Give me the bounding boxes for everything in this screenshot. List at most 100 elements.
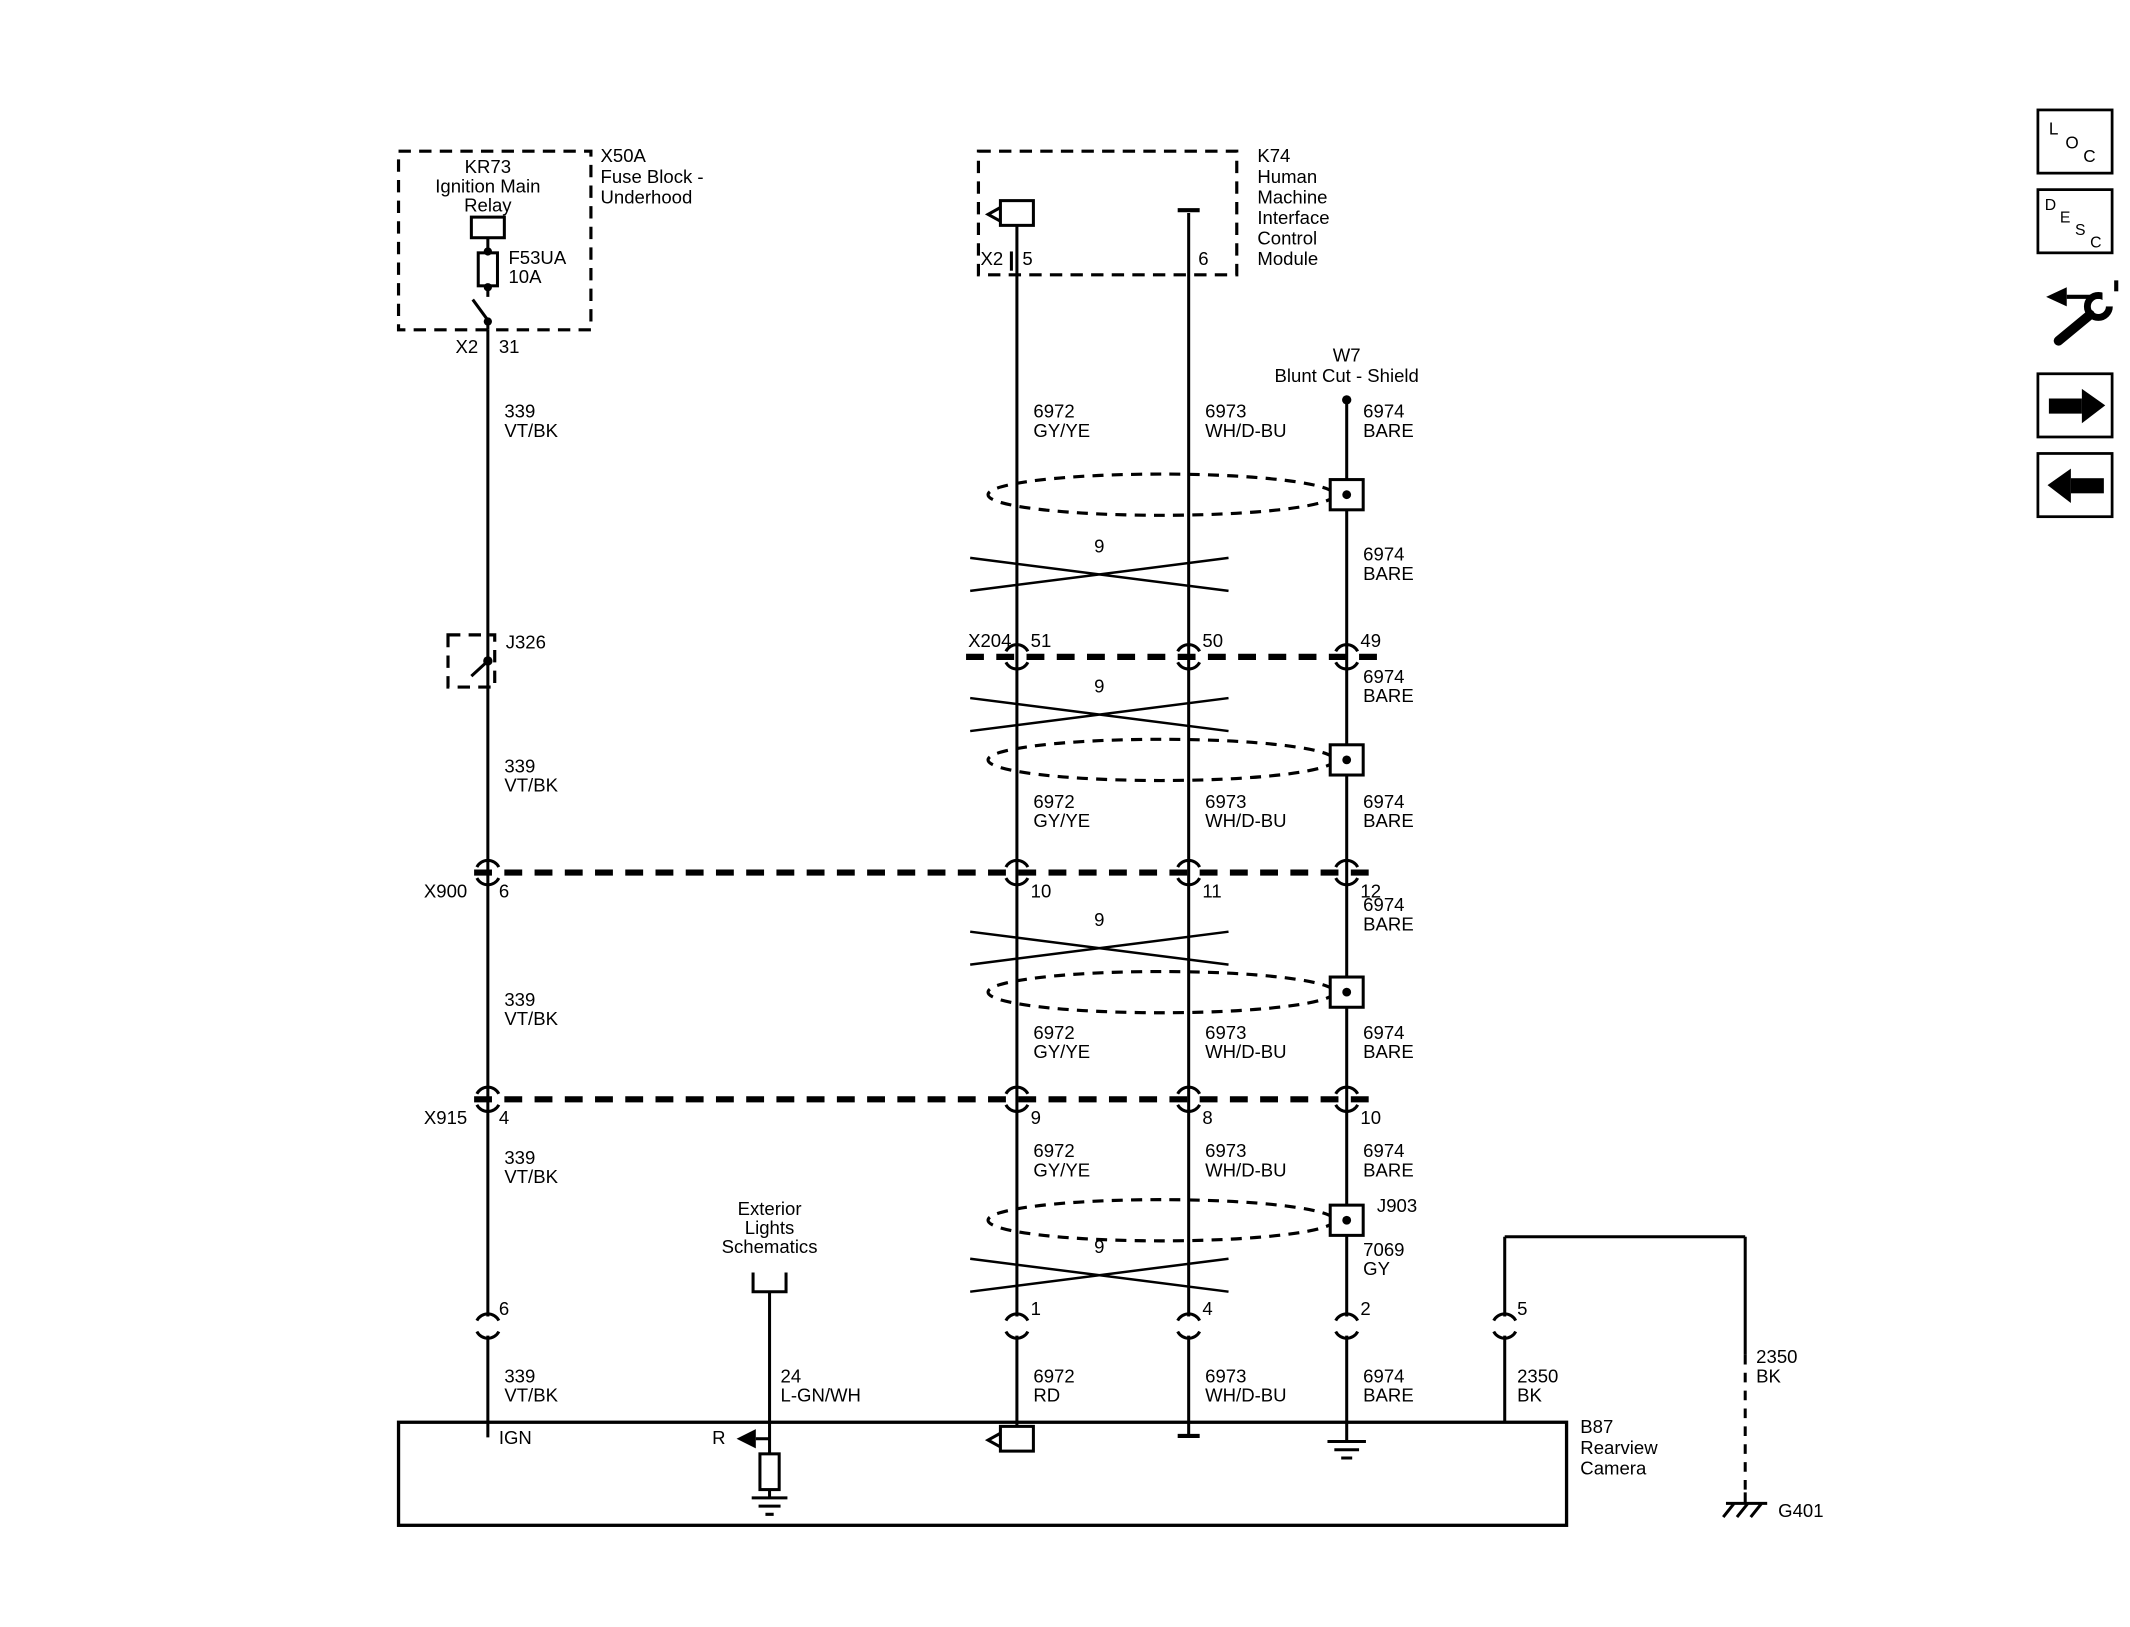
fuse-block-underhood: KR73 Ignition Main Relay F53UA 10A X50A … [396,145,704,357]
fuse-code-label: F53UA [508,247,566,268]
relay-name-label-1: Ignition Main [435,175,540,196]
nav-desc-letter-4: C [2090,234,2101,251]
circuit-wires [486,212,1747,1498]
hmi-module-outline [976,149,1239,277]
wire-id-label: 6974 [1363,791,1404,812]
wire-color-label: BARE [1363,913,1414,934]
shield-drain-dot-2 [1342,755,1352,765]
wire-color-label: WH/D-BU [1205,1385,1286,1406]
nav-loc-letter-1: L [2049,119,2059,139]
wire-color-label: BARE [1363,1385,1414,1406]
camera-name-label-2: Camera [1580,1457,1647,1478]
shield-name-label: Blunt Cut - Shield [1275,365,1419,386]
wire-color-label: BARE [1363,563,1414,584]
wire-id-label: 6974 [1363,894,1404,915]
rearview-camera-module: IGN R B87 Rearview Camera [396,1416,1658,1527]
hmi-name-label-2: Machine [1257,186,1327,207]
nav-desc-button[interactable]: D E S C [2036,188,2114,255]
splice-j903-label: J903 [1377,1195,1417,1216]
wire-color-label: VT/BK [504,420,558,441]
shield-ground-icon [1327,1439,1366,1460]
shield-ellipse-3 [986,969,1336,1015]
connector-x915-pin-4: 10 [1360,1107,1381,1128]
ground-code-label: G401 [1778,1500,1823,1521]
blunt-cut-dot [1342,395,1352,405]
relay-code-label: KR73 [465,156,511,177]
wire-color-label: GY [1363,1258,1390,1279]
relay-name-label-2: Relay [464,195,512,216]
connector-x915-label: X915 [424,1107,467,1128]
nav-next-button[interactable] [2036,372,2114,439]
internal-ground-icon [751,1496,788,1516]
wire-id-label: 6974 [1363,544,1404,565]
relay-contact-symbol [471,298,490,322]
nav-desc-frame[interactable] [2036,188,2114,255]
nav-tools-button[interactable] [2046,280,2122,346]
wrench-handle-icon [2053,309,2095,346]
ext-lights-label-3: Schematics [722,1236,818,1257]
wire-id-label: 6974 [1363,401,1404,422]
nav-desc-letter-2: E [2060,210,2071,227]
camera-pin-2: 1 [1031,1298,1041,1319]
nav-desc-letter-1: D [2045,197,2056,214]
wire-color-label: VT/BK [504,1385,558,1406]
camera-code-label: B87 [1580,1416,1613,1437]
fuse-block-name-label-2: Underhood [601,186,693,207]
wire-color-label: BARE [1363,810,1414,831]
connector-x204-pin-3: 49 [1360,630,1381,651]
tools-arrowhead-icon [2046,287,2067,307]
nav-loc-letter-3: C [2083,146,2095,166]
hmi-connector-label: X2 [980,248,1003,269]
shield-drain-square-2 [1328,743,1365,777]
wire-id-label: 6972 [1033,1022,1074,1043]
shield-w7: W7 Blunt Cut - Shield J903 [986,344,1419,1243]
wire-color-label: GY/YE [1033,1041,1090,1062]
wire-color-label: VT/BK [504,1166,558,1187]
nav-loc-frame[interactable] [2036,108,2114,175]
wire-id-label: 24 [781,1365,802,1386]
connector-x204-pin-1: 51 [1031,630,1052,651]
wire-id-label: 6973 [1205,1022,1246,1043]
wire-color-label: VT/BK [504,1008,558,1029]
splice-j326-outline [446,633,497,689]
connector-x915-pin-2: 9 [1031,1107,1041,1128]
reverse-arrow-icon [736,1429,756,1449]
wire-color-label: BARE [1363,685,1414,706]
fuse-terminal-dot-bottom [483,283,492,292]
nav-back-button[interactable] [2036,452,2114,519]
shield-ellipse-4 [986,1198,1336,1243]
shield-ellipse-1 [986,472,1336,517]
shield-ellipse-2 [986,737,1336,783]
wire-id-label: 6972 [1033,1140,1074,1161]
wire-color-label: WH/D-BU [1205,1159,1286,1180]
back-arrow-icon [2047,468,2071,503]
twist-count-label-1: 9 [1094,535,1104,556]
camera-icon [998,1424,1035,1453]
wire-id-label: 6973 [1205,1365,1246,1386]
resistor-symbol [758,1452,781,1492]
connector-x204-label: X204 [968,630,1011,651]
fuse-block-code-label: X50A [601,145,647,166]
twist-symbol-3 [970,930,1229,966]
shield-drain-dot-1 [1342,490,1352,500]
fuse-rating-label: 10A [508,266,542,287]
connector-x900-pin-1: 6 [499,880,509,901]
wire-color-label: WH/D-BU [1205,1041,1286,1062]
hmi-pin-ground-label: 6 [1198,248,1208,269]
wire-id-label: 7069 [1363,1239,1404,1260]
wire-color-label: VT/BK [504,775,558,796]
wire-color-label: BARE [1363,1041,1414,1062]
wire-color-label: BARE [1363,1159,1414,1180]
back-arrow-shaft [2070,478,2104,494]
chassis-ground-icon [1722,1492,1768,1519]
nav-loc-button[interactable]: L O C [2036,108,2114,175]
wire-id-label: 6974 [1363,1022,1404,1043]
shield-code-label: W7 [1333,344,1361,365]
twist-symbol-4 [970,1257,1229,1293]
connector-x915-pin-3: 8 [1202,1107,1212,1128]
ext-lights-label-1: Exterior [738,1198,802,1219]
ext-lights-label-2: Lights [745,1217,795,1238]
fuse-symbol [476,251,499,288]
